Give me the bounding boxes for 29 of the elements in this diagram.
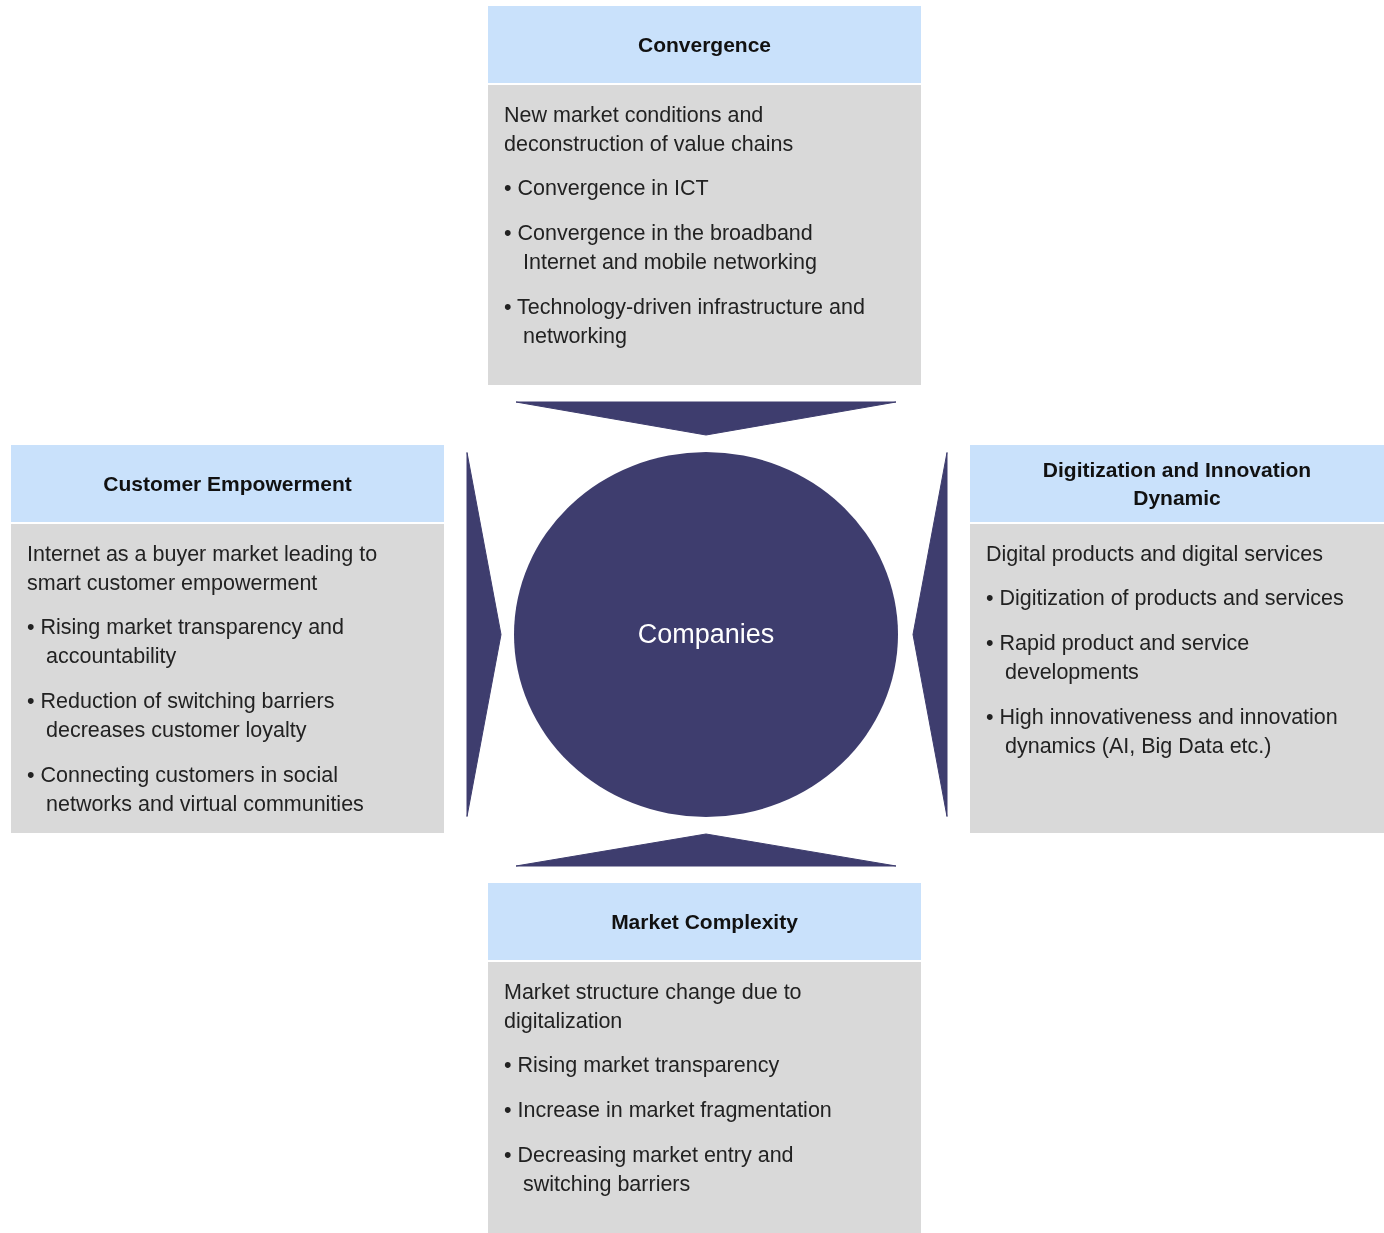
bullet-item: • Connecting customers in social networks and virtual communities (27, 762, 365, 818)
card-heading: Market Complexity (488, 883, 921, 962)
bullet-item: • Convergence in ICT (504, 175, 710, 202)
card-text: Market structure change due to digitalization (504, 979, 803, 1035)
bullet-item: • Decreasing market entry and switching barriers (504, 1142, 795, 1198)
chevron-arrow (466, 452, 502, 817)
chevron-arrow (515, 401, 897, 436)
bullet-item: • Rising market transparency and accountability (27, 614, 346, 670)
bullet-item: • Convergence in the broadband Internet and mobile networking (504, 220, 818, 276)
card-heading: Convergence (488, 6, 921, 85)
bullet-item: • Rising market transparency (504, 1052, 781, 1079)
card-heading: Customer Empowerment (11, 445, 444, 524)
bullet-item: • Increase in market fragmentation (504, 1097, 833, 1124)
bullet-item: • Technology-driven infrastructure and networking (504, 294, 866, 350)
bullet-item: • Digitization of products and services (986, 585, 1344, 612)
factor-card (11, 445, 444, 833)
factor-card (488, 6, 921, 385)
card-text: New market conditions and deconstruction of value chains (504, 102, 795, 158)
card-heading: Digitization and Innovation Dynamic (970, 445, 1384, 524)
card-text: Digital products and digital services (986, 541, 1324, 568)
bullet-item: • Reduction of switching barriers decreases customer loyalty (27, 688, 336, 744)
factor-card (970, 445, 1384, 833)
chevron-arrow (912, 452, 948, 817)
circle-label: Companies (637, 619, 775, 650)
bullet-item: • High innovativeness and innovation dynamics (AI, Big Data etc.) (986, 704, 1339, 760)
chevron-arrow (515, 833, 897, 867)
card-text: Internet as a buyer market leading to smart customer empowerment (27, 541, 379, 597)
bullet-item: • Rapid product and service developments (986, 630, 1251, 686)
factor-card (488, 883, 921, 1233)
